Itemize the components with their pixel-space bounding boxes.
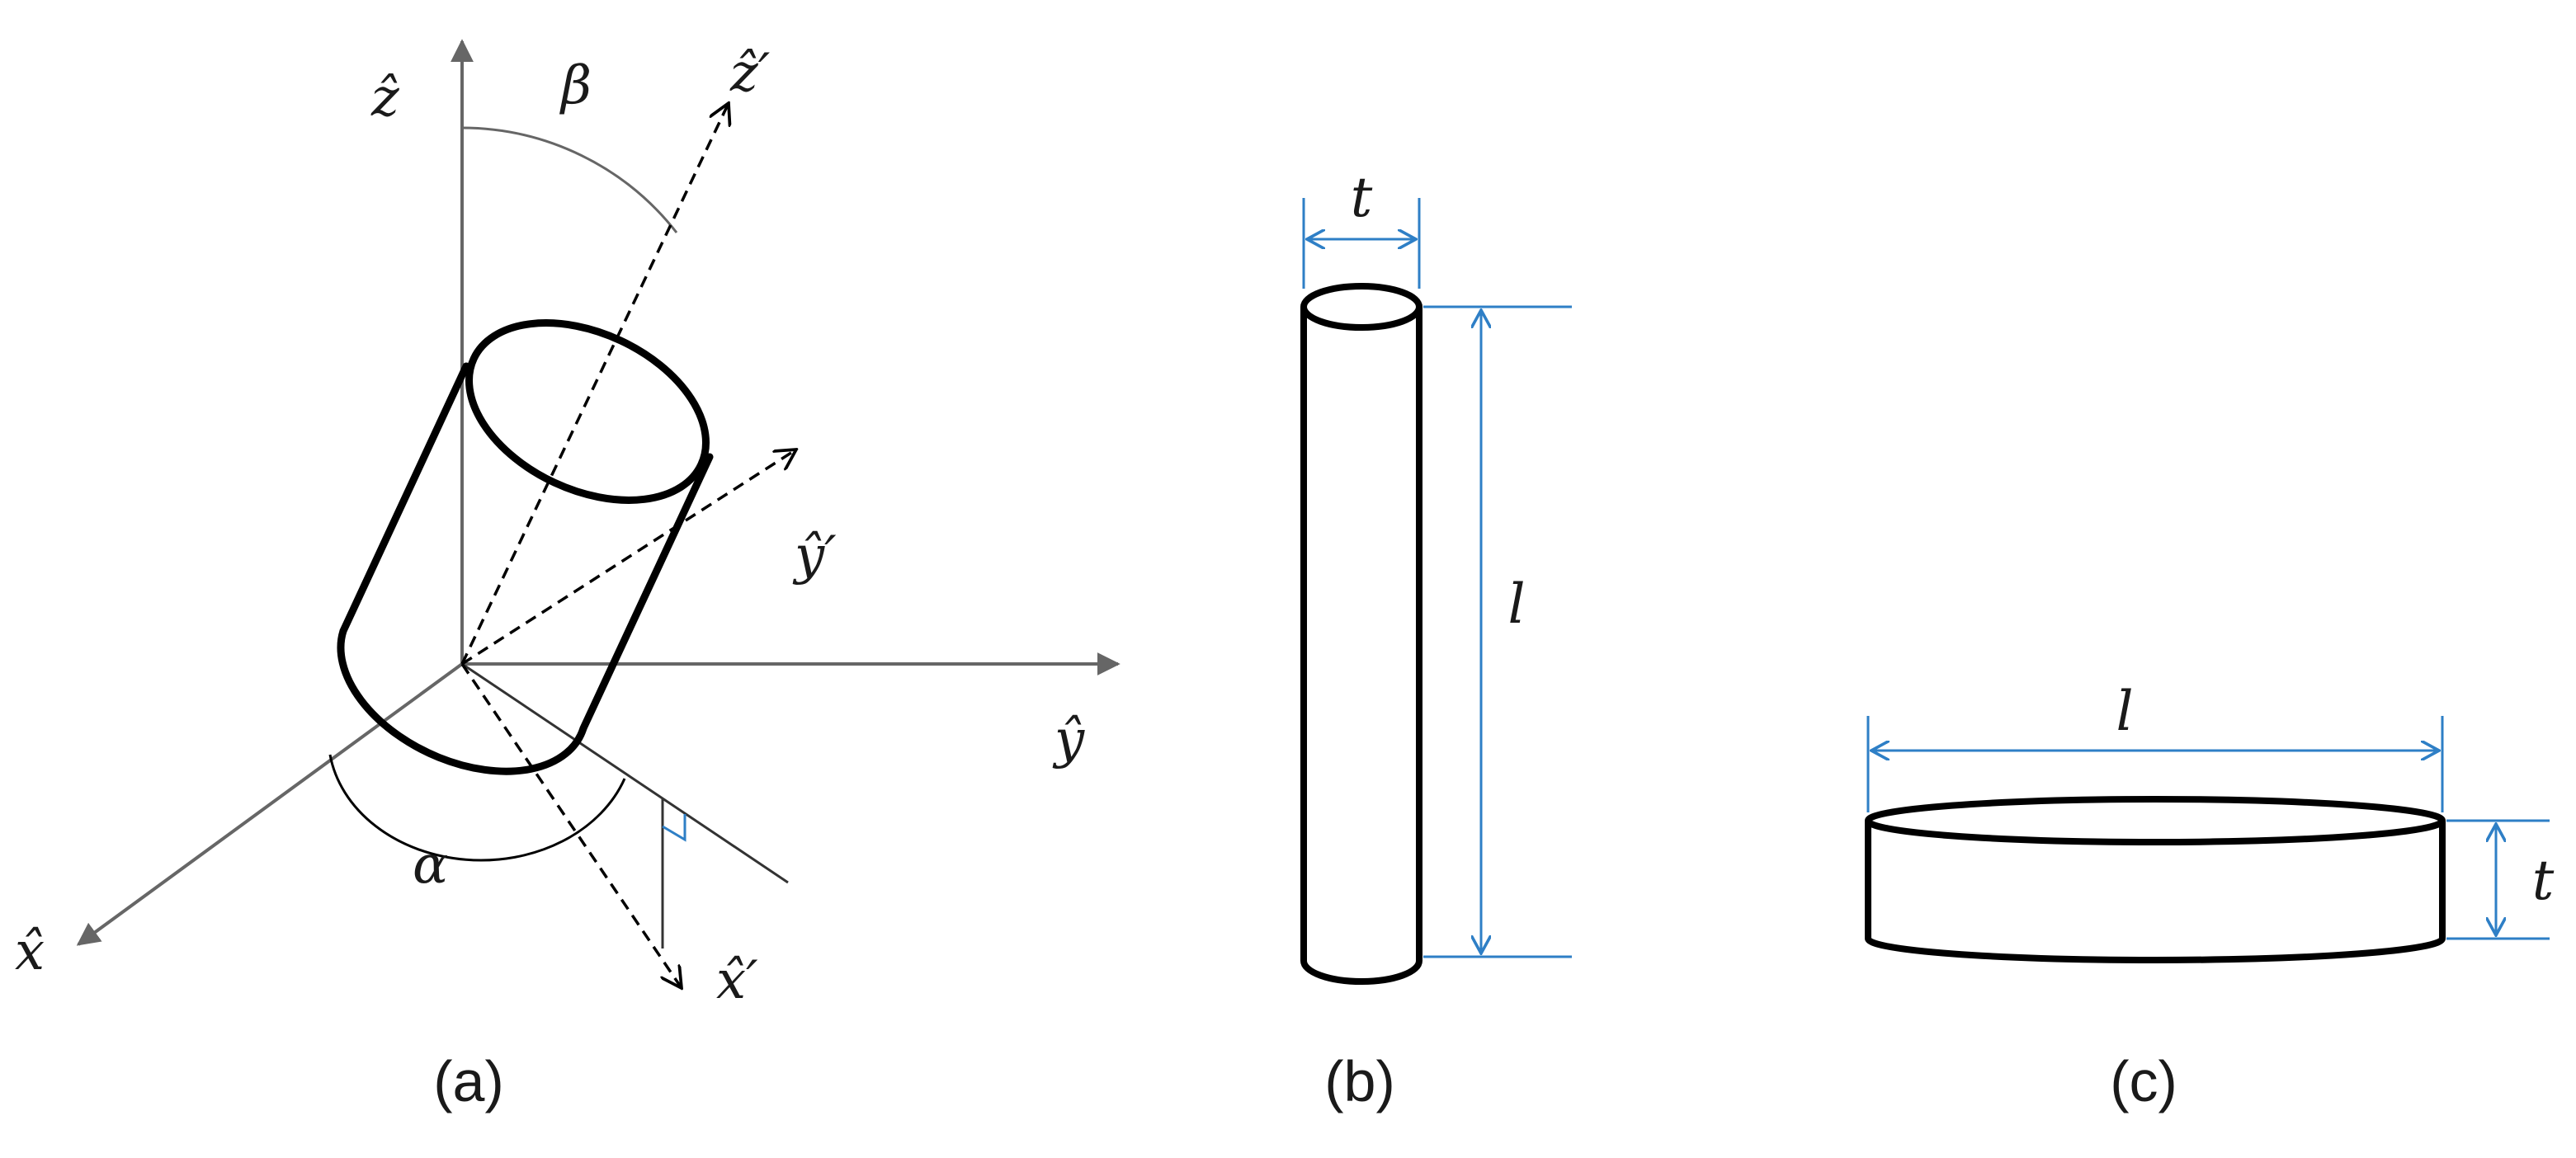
x-axis-label: x̂ xyxy=(15,921,45,982)
thickness-dimension-b xyxy=(1302,198,1421,289)
thickness-dimension-c xyxy=(2446,819,2550,940)
caption-b: (b) xyxy=(1324,1049,1395,1113)
y-axis-label: ŷ xyxy=(1052,709,1085,770)
x-prime-axis-label: x̂′ xyxy=(716,950,758,1011)
caption-a: (a) xyxy=(433,1049,504,1113)
y-prime-axis xyxy=(461,450,796,666)
alpha-arc xyxy=(328,754,626,862)
length-dimension-c xyxy=(1866,716,2444,812)
z-prime-axis xyxy=(460,103,729,665)
length-dimension-b xyxy=(1423,305,1572,958)
alpha-label: α xyxy=(413,835,448,896)
thickness-label-c: t xyxy=(2532,849,2555,912)
z-axis-label: ẑ xyxy=(370,68,400,129)
panel-b: t l (b) xyxy=(1300,166,1572,1113)
caption-c: (c) xyxy=(2110,1049,2177,1113)
length-label-b: l xyxy=(1507,572,1525,636)
beta-label: β xyxy=(559,55,592,116)
x-prime-axis xyxy=(460,663,682,988)
projection-line xyxy=(461,662,789,884)
z-prime-axis-label: ẑ′ xyxy=(729,43,771,104)
tall-rod-cylinder xyxy=(1300,283,1422,985)
x-axis xyxy=(76,662,464,946)
tilted-cylinder xyxy=(337,319,714,775)
thickness-label-b: t xyxy=(1351,166,1373,229)
right-angle-marker xyxy=(662,814,686,842)
beta-arc xyxy=(461,126,678,233)
y-prime-axis-label: ŷ′ xyxy=(792,525,837,586)
length-label-c: l xyxy=(2116,680,2133,743)
panel-c: l t (c) xyxy=(1865,680,2555,1113)
panel-a: ẑ ẑ′ β ŷ′ ŷ α x̂ x̂′ (a) xyxy=(15,39,1121,1113)
flat-disk-cylinder xyxy=(1865,796,2446,963)
